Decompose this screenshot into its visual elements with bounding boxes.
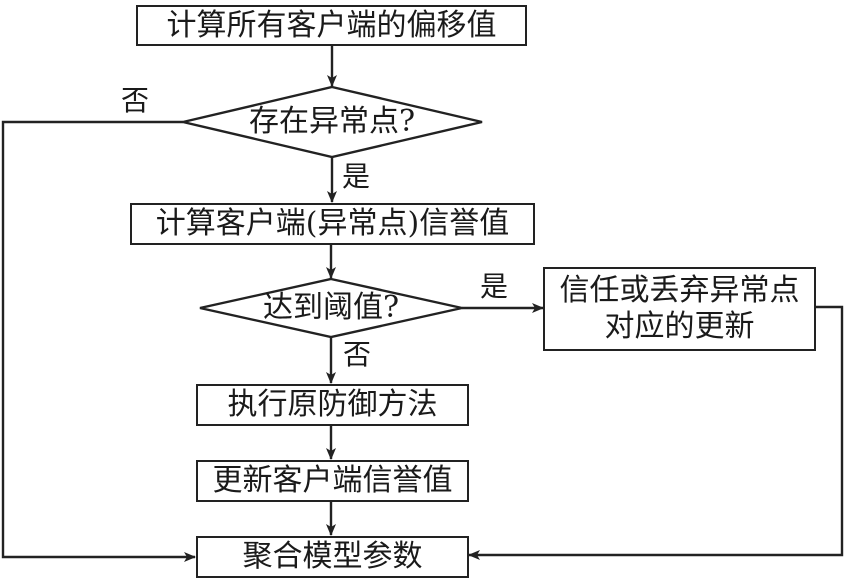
process-trust-or-discard-line2: 对应的更新 bbox=[604, 309, 755, 344]
edge-label-outliers-no: 否 bbox=[121, 84, 150, 117]
process-compute-reputation-label: 计算客户端(异常点)信誉值 bbox=[155, 206, 510, 241]
process-run-original-defense-label: 执行原防御方法 bbox=[227, 387, 438, 422]
process-update-reputation: 更新客户端信誉值 bbox=[196, 460, 469, 502]
process-compute-offsets: 计算所有客户端的偏移值 bbox=[136, 5, 527, 46]
process-update-reputation-label: 更新客户端信誉值 bbox=[212, 463, 453, 498]
edge-label-outliers-yes: 是 bbox=[342, 160, 371, 193]
process-run-original-defense: 执行原防御方法 bbox=[196, 384, 469, 426]
process-trust-or-discard: 信任或丢弃异常点 对应的更新 bbox=[543, 267, 816, 351]
process-trust-or-discard-line1: 信任或丢弃异常点 bbox=[559, 273, 800, 308]
process-aggregate-params-label: 聚合模型参数 bbox=[242, 539, 423, 574]
arrow-trust-to-aggregate-loop bbox=[468, 305, 844, 560]
decision-outliers-label: 存在异常点? bbox=[248, 104, 416, 139]
edge-label-threshold-no: 否 bbox=[343, 338, 372, 371]
process-compute-reputation: 计算客户端(异常点)信誉值 bbox=[130, 203, 535, 245]
arrow-outliers-no-loop bbox=[1, 120, 196, 562]
edge-label-threshold-yes: 是 bbox=[480, 270, 509, 303]
process-aggregate-params: 聚合模型参数 bbox=[196, 536, 469, 578]
process-compute-offsets-label: 计算所有客户端的偏移值 bbox=[166, 7, 497, 43]
decision-threshold-label: 达到阈值? bbox=[262, 290, 400, 325]
